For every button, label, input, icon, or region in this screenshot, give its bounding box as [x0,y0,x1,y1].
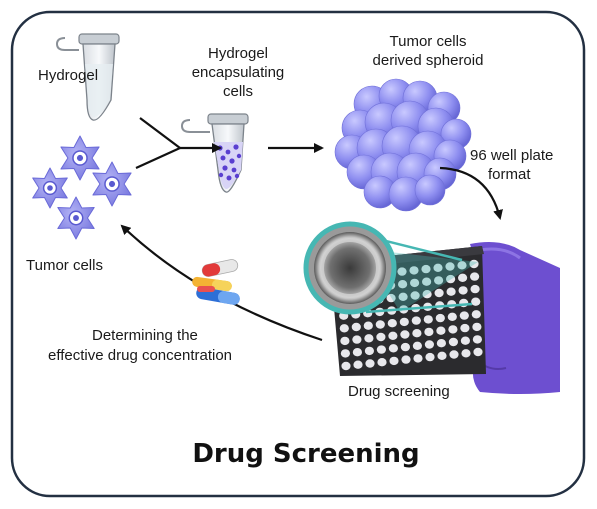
plate-well [353,360,363,369]
plate-well [437,351,447,360]
tumor-cells-group [32,135,132,240]
label-tumor-cells: Tumor cells [26,257,103,274]
plate-well [460,323,470,333]
plate-well [446,274,456,284]
plate-well [472,322,482,332]
plate-well [386,293,396,303]
label-drug-screening: Drug screening [348,383,450,400]
plate-well [421,264,431,274]
plate-well [363,321,373,330]
cell-icon [32,167,68,209]
label-encapsulating-2: encapsulating [192,64,285,81]
plate-well [340,336,350,346]
plate-well [398,292,408,301]
plate-well [470,284,480,294]
tube-with-cells-icon [180,113,249,193]
plate-well [341,361,351,371]
pill-icon [192,259,240,305]
plate-well [449,350,459,359]
plate-well [445,262,455,271]
plate-well [364,334,374,343]
plate-well [339,324,349,333]
plate-well [375,320,385,329]
plate-well [470,272,480,281]
tube-icon [55,33,120,121]
cell-icon [57,196,95,240]
plate-well [352,348,362,357]
plate-well [377,358,387,367]
plate-well [461,349,471,358]
plate-well [409,266,419,275]
plate-well [458,286,468,295]
plate-well [469,259,479,269]
plate-well [400,342,410,352]
plate-well [433,263,443,272]
plate-well [471,310,481,319]
plate-well [412,341,422,350]
label-plate-format-1: 96 well plate [470,147,553,164]
plate-well [397,267,407,276]
plate-well [434,288,444,298]
plate-well [401,355,411,364]
plate-well [411,316,421,325]
plate-well [388,331,398,340]
plate-well [352,335,362,344]
plate-well [460,336,470,345]
plate-well [446,287,456,296]
label-hydrogel: Hydrogel [38,67,98,84]
plate-well [473,347,483,357]
plate-well [422,277,432,286]
figure-title: Drug Screening [192,439,419,469]
plate-well [423,315,433,324]
plate-well [472,335,482,344]
plate-well [399,317,409,327]
plate-well [389,356,399,366]
arrow-cells-to-junction [135,146,181,170]
plate-well [388,344,398,353]
plate-well [400,330,410,339]
arrow-spheroid-to-plate [439,166,503,220]
plate-well [410,291,420,300]
spheroid-icon [334,78,472,212]
plate-well [340,349,350,358]
label-plate-format-2: format [488,166,531,183]
plate-well [398,280,408,289]
plate-well [459,311,469,320]
plate-well [387,319,397,328]
plate-well [434,276,444,285]
spheroid-sphere [414,174,446,206]
label-determining-1: Determining the [92,327,198,344]
magnifier-icon [303,221,478,315]
label-encapsulating-1: Hydrogel [208,45,268,62]
plate-well [351,322,361,332]
plate-well [448,325,458,334]
plate-well [447,312,457,321]
plate-well [458,273,468,282]
plate-well [436,326,446,335]
arrow-hydrogel-to-junction [139,117,181,149]
plate-well [364,346,374,356]
label-spheroid-1: Tumor cells [390,33,467,50]
label-encapsulating-3: cells [223,83,253,100]
plate-well [448,337,458,347]
plate-well [436,339,446,348]
label-determining-2: effective drug concentration [48,347,232,364]
plate-well [412,329,422,338]
plate-well [424,327,434,337]
plate-well [471,297,481,306]
plate-well [365,359,375,368]
plate-well [376,345,386,354]
cell-icon [92,161,132,207]
cell-icon [60,135,100,181]
plate-well [425,352,435,362]
plate-well [424,340,434,349]
plate-well [457,261,467,270]
plate-well [413,354,423,363]
label-spheroid-2: derived spheroid [373,52,484,69]
plate-well [422,290,432,299]
plate-well [410,278,420,288]
plate-well [435,313,445,323]
plate-well [376,332,386,342]
